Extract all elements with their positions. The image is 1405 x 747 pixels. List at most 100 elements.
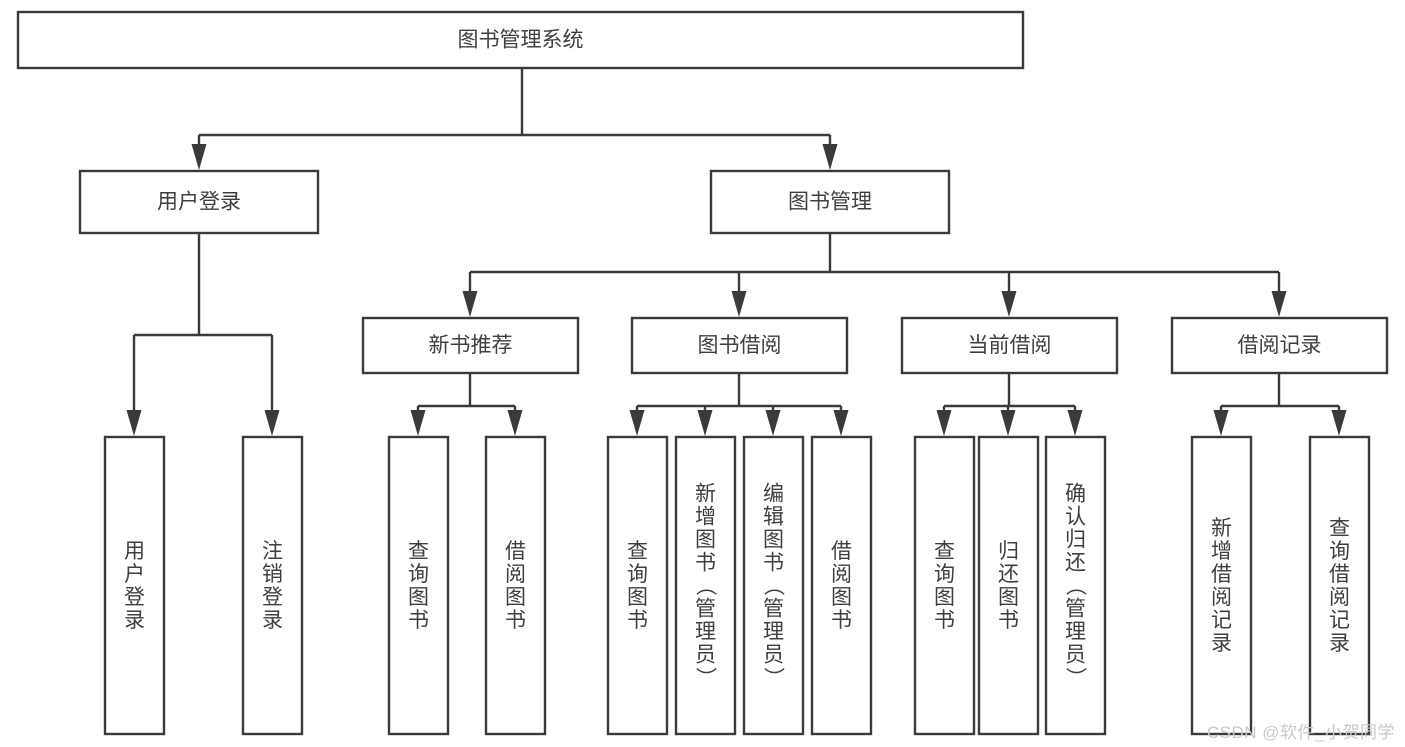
- node-box-login[interactable]: [78, 169, 320, 235]
- arrow-head-icon: [765, 410, 781, 436]
- node-label-char: 注: [262, 540, 283, 563]
- node-login[interactable]: 用户登录: [78, 169, 320, 235]
- node-label-char: 借: [505, 540, 526, 563]
- node-box-newbook[interactable]: [361, 316, 580, 375]
- node-box-leaf-current-query[interactable]: [913, 435, 976, 736]
- node-label-char: ）: [1064, 667, 1087, 688]
- node-label-char: 询: [627, 563, 648, 586]
- node-box-leaf-record-query[interactable]: [1308, 435, 1371, 736]
- node-label-char: 图: [408, 586, 429, 609]
- node-leaf-user-login[interactable]: 用户登录: [103, 435, 166, 736]
- node-borrow[interactable]: 图书借阅: [630, 316, 849, 375]
- node-label-char: 图: [934, 586, 955, 609]
- node-box-leaf-new-borrow[interactable]: [484, 435, 547, 736]
- node-label-char: 阅: [505, 563, 526, 586]
- arrow-head-icon: [264, 410, 280, 436]
- arrow-head-icon: [833, 410, 849, 436]
- arrow-head-icon: [1000, 410, 1016, 436]
- node-label-login: 用户登录: [157, 191, 241, 214]
- node-newbook[interactable]: 新书推荐: [361, 316, 580, 375]
- node-current[interactable]: 当前借阅: [900, 316, 1119, 375]
- arrow-head-icon: [1067, 410, 1083, 436]
- node-label-char: 记: [1329, 609, 1350, 632]
- node-label-char: ）: [762, 667, 785, 688]
- node-label-char: 书: [763, 551, 784, 574]
- connector-bookmgmt: [462, 233, 1287, 317]
- node-root[interactable]: 图书管理系统: [16, 10, 1025, 70]
- node-box-borrow[interactable]: [630, 316, 849, 375]
- node-box-leaf-current-confirm[interactable]: [1044, 435, 1107, 736]
- node-box-current[interactable]: [900, 316, 1119, 375]
- node-label-char: 归: [1065, 528, 1086, 551]
- node-label-char: 书: [505, 609, 526, 632]
- node-label-char: 查: [934, 540, 955, 563]
- node-label-char: 录: [124, 609, 145, 632]
- node-label-char: 户: [124, 563, 145, 586]
- node-label-char: 归: [998, 540, 1019, 563]
- node-label-char: 书: [627, 609, 648, 632]
- node-label-char: 借: [1211, 563, 1232, 586]
- node-label-char: 销: [262, 563, 283, 586]
- node-box-leaf-borrow-edit[interactable]: [742, 435, 805, 736]
- connector-borrow: [629, 373, 849, 436]
- node-box-leaf-current-return[interactable]: [977, 435, 1040, 736]
- node-label-char: 确: [1065, 482, 1086, 505]
- node-box-leaf-new-query[interactable]: [387, 435, 450, 736]
- node-label-current: 当前借阅: [968, 334, 1052, 357]
- node-box-leaf-user-login[interactable]: [103, 435, 166, 736]
- node-label-char: 书: [998, 609, 1019, 632]
- node-records[interactable]: 借阅记录: [1170, 316, 1389, 375]
- node-label-char: 管: [763, 597, 784, 620]
- node-box-leaf-borrow-lend[interactable]: [810, 435, 873, 736]
- node-label-char: 阅: [1211, 586, 1232, 609]
- node-label-char: 员: [695, 643, 716, 666]
- node-box-bookmgmt[interactable]: [709, 169, 951, 235]
- node-label-char: 录: [1329, 632, 1350, 655]
- node-label-char: 管: [695, 597, 716, 620]
- node-label-char: 图: [505, 586, 526, 609]
- arrow-head-icon: [191, 144, 207, 170]
- node-label-char: 查: [1329, 517, 1350, 540]
- node-label-char: 录: [262, 609, 283, 632]
- node-box-root[interactable]: [16, 10, 1025, 70]
- node-label-char: （: [694, 575, 717, 596]
- node-label-char: 书: [934, 609, 955, 632]
- arrow-head-icon: [462, 291, 478, 317]
- node-label-char: 员: [763, 643, 784, 666]
- connector-current: [936, 373, 1083, 436]
- node-label-char: （: [762, 575, 785, 596]
- arrow-head-icon: [697, 410, 713, 436]
- node-label-char: 员: [1065, 643, 1086, 666]
- node-box-leaf-borrow-add[interactable]: [674, 435, 737, 736]
- connector-records: [1213, 373, 1347, 436]
- arrow-head-icon: [1213, 410, 1229, 436]
- node-label-char: 询: [934, 563, 955, 586]
- node-box-leaf-user-logout[interactable]: [241, 435, 304, 736]
- node-label-char: 理: [763, 620, 784, 643]
- node-label-char: 阅: [1329, 586, 1350, 609]
- connector-root: [191, 68, 838, 170]
- node-label-char: 记: [1211, 609, 1232, 632]
- node-label-records: 借阅记录: [1238, 334, 1322, 357]
- node-label-char: 登: [124, 586, 145, 609]
- arrow-head-icon: [731, 291, 747, 317]
- node-box-records[interactable]: [1170, 316, 1389, 375]
- node-box-leaf-record-add[interactable]: [1190, 435, 1253, 736]
- arrow-head-icon: [126, 410, 142, 436]
- node-bookmgmt[interactable]: 图书管理: [709, 169, 951, 235]
- node-box-leaf-borrow-query[interactable]: [606, 435, 669, 736]
- node-label-char: 书: [831, 609, 852, 632]
